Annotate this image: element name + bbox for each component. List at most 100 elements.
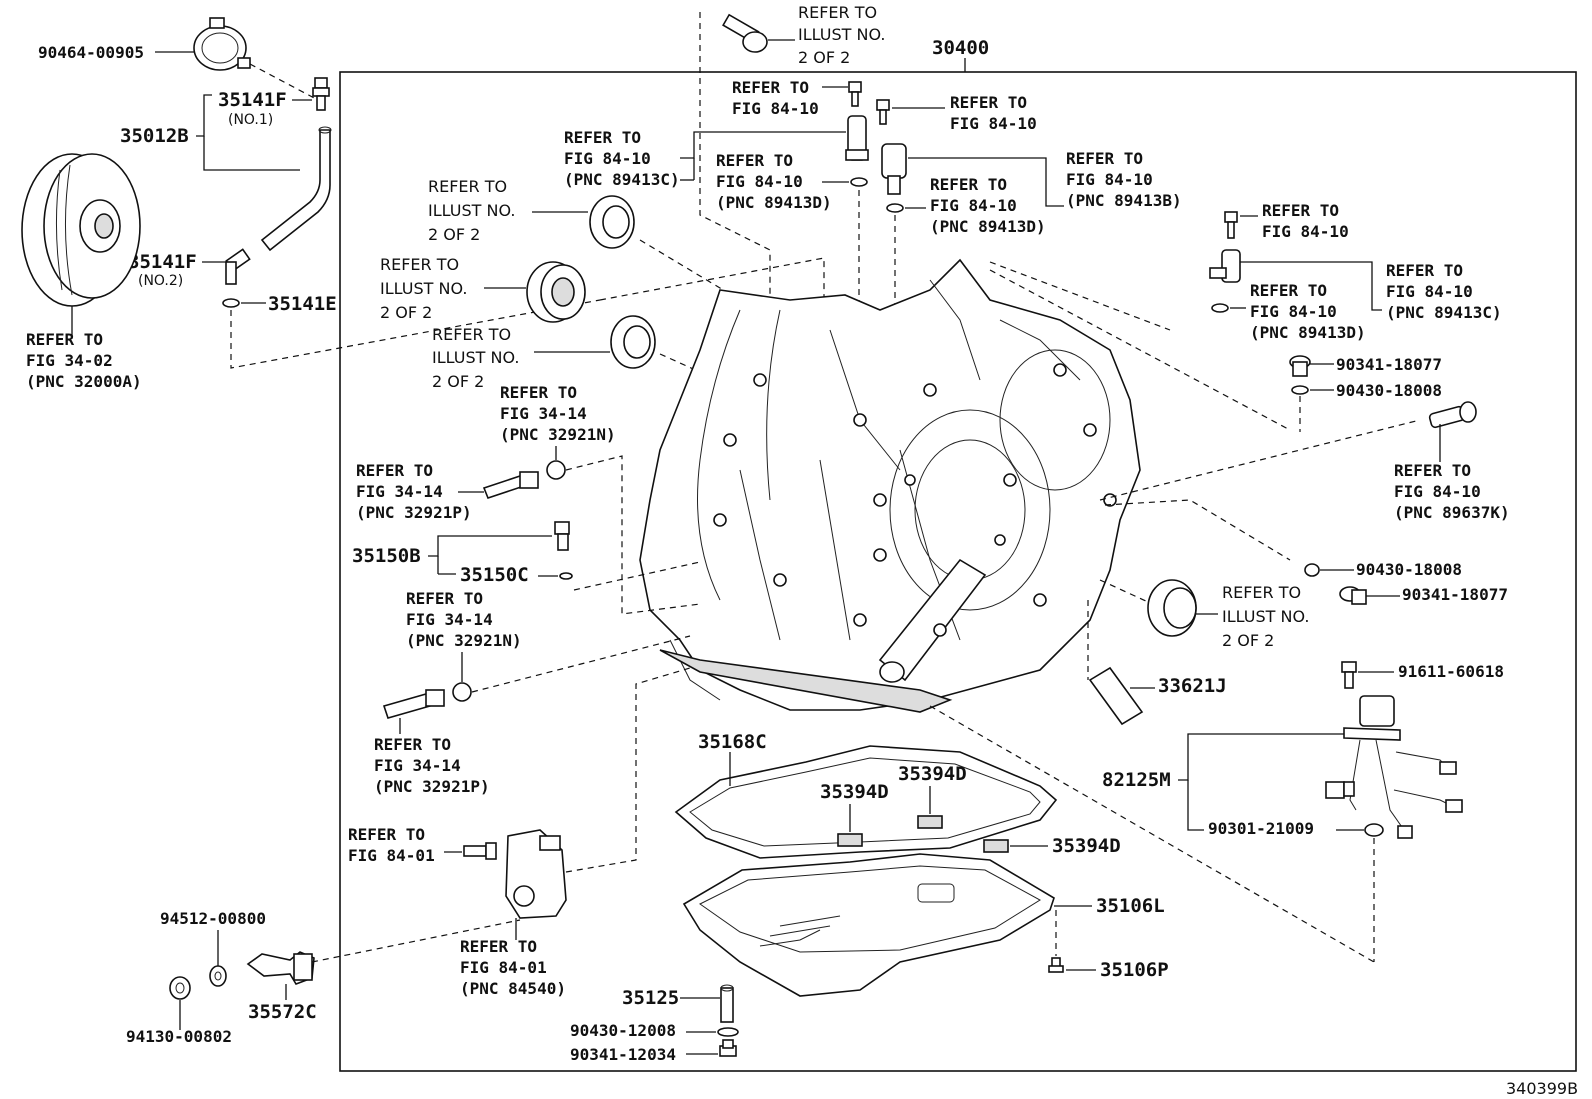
ref-84-10-h-line3[interactable]: (PNC 89413D)	[1250, 323, 1366, 342]
magnet-35394D-b[interactable]	[917, 815, 943, 829]
o-ring-89413D-a[interactable]	[850, 177, 868, 187]
part-91611-60618[interactable]: 91611-60618	[1398, 662, 1504, 681]
part-35150B[interactable]: 35150B	[352, 545, 421, 567]
speed-sensor-89413C[interactable]	[845, 115, 869, 161]
lever-35572C[interactable]	[246, 951, 315, 985]
ref-illust-2-line2[interactable]: ILLUST NO.	[380, 279, 467, 298]
part-35394D-c[interactable]: 35394D	[1052, 835, 1121, 857]
sensor-bolt-a[interactable]	[848, 81, 862, 107]
speed-sensor-89413C-right[interactable]	[1209, 249, 1241, 283]
o-ring-89413D-b[interactable]	[886, 203, 904, 213]
ref-84-01-b-line2[interactable]: FIG 84-01	[460, 958, 547, 977]
part-90301-21009[interactable]: 90301-21009	[1208, 819, 1314, 838]
part-90341-18077-b[interactable]: 90341-18077	[1402, 585, 1508, 604]
ref-84-10-c-line3[interactable]: (PNC 89413C)	[564, 170, 680, 189]
gasket-90430-18008-b[interactable]	[1304, 563, 1320, 577]
bolt-top-illust[interactable]	[722, 13, 768, 53]
o-ring-32921N-b[interactable]	[452, 682, 472, 702]
part-35125[interactable]: 35125	[622, 987, 679, 1009]
ref-34-14-a-line3[interactable]: (PNC 32921N)	[500, 425, 616, 444]
ref-34-14-d-line3[interactable]: (PNC 32921P)	[374, 777, 490, 796]
part-90464-00905[interactable]: 90464-00905	[38, 43, 144, 62]
o-ring-35141E[interactable]	[222, 298, 240, 308]
part-94512-00800[interactable]: 94512-00800	[160, 909, 266, 928]
part-35394D-a[interactable]: 35394D	[820, 781, 889, 803]
part-35141F-no1[interactable]: 35141F	[218, 89, 287, 111]
connector-35150B[interactable]	[554, 521, 570, 551]
ref-34-14-c-line2[interactable]: FIG 34-14	[406, 610, 493, 629]
pressure-sensor-89637K[interactable]	[1428, 401, 1477, 429]
torque-converter[interactable]	[21, 153, 141, 307]
part-35012B[interactable]: 35012B	[120, 125, 189, 147]
plug-90341-18077-a[interactable]	[1289, 355, 1311, 377]
part-94130-00802[interactable]: 94130-00802	[126, 1027, 232, 1046]
part-35141F-no2[interactable]: 35141F	[128, 251, 197, 273]
oil-seal-right[interactable]	[1147, 579, 1197, 637]
ref-84-10-j-line2[interactable]: FIG 84-10	[1394, 482, 1481, 501]
part-35106L[interactable]: 35106L	[1096, 895, 1165, 917]
part-90341-12034[interactable]: 90341-12034	[570, 1045, 676, 1064]
ref-fig-34-02-line3[interactable]: (PNC 32000A)	[26, 372, 142, 391]
ref-84-10-e-line3[interactable]: (PNC 89413B)	[1066, 191, 1182, 210]
ref-84-10-g-line2[interactable]: FIG 84-10	[1262, 222, 1349, 241]
neutral-start-switch-84540[interactable]	[505, 829, 567, 919]
ref-illust-1-line2[interactable]: ILLUST NO.	[428, 201, 515, 220]
ref-84-10-b-line2[interactable]: FIG 84-10	[950, 114, 1037, 133]
ref-84-10-a-line2[interactable]: FIG 84-10	[732, 99, 819, 118]
part-35106P[interactable]: 35106P	[1100, 959, 1169, 981]
breather-plug-no1[interactable]	[312, 77, 330, 111]
washer-94512-00800[interactable]	[209, 965, 227, 987]
oil-seal-1[interactable]	[589, 195, 635, 249]
plug-90341-18077-b[interactable]	[1339, 586, 1367, 605]
part-35141E[interactable]: 35141E	[268, 293, 337, 315]
ref-fig-34-02-line2[interactable]: FIG 34-02	[26, 351, 113, 370]
oil-pan-35106L[interactable]	[682, 853, 1055, 997]
part-90341-18077-a[interactable]: 90341-18077	[1336, 355, 1442, 374]
breather-hose[interactable]	[260, 129, 331, 252]
plug-90341-12034[interactable]	[719, 1039, 737, 1057]
ref-illust-3-line2[interactable]: ILLUST NO.	[432, 348, 519, 367]
gasket-90430-18008-a[interactable]	[1291, 385, 1309, 395]
ref-84-10-j-line3[interactable]: (PNC 89637K)	[1394, 503, 1510, 522]
ref-84-10-h-line2[interactable]: FIG 84-10	[1250, 302, 1337, 321]
ref-84-01-a-line2[interactable]: FIG 84-01	[348, 846, 435, 865]
clamp-part[interactable]	[193, 17, 251, 71]
speed-sensor-89413B[interactable]	[881, 143, 907, 195]
gasket-90430-12008[interactable]	[717, 1027, 739, 1037]
ref-84-10-f-line2[interactable]: FIG 84-10	[930, 196, 1017, 215]
ref-84-01-b-line3[interactable]: (PNC 84540)	[460, 979, 566, 998]
oil-pan-gasket[interactable]	[674, 745, 1058, 859]
ref-34-14-a-line2[interactable]: FIG 34-14	[500, 404, 587, 423]
ref-34-14-c-line3[interactable]: (PNC 32921N)	[406, 631, 522, 650]
o-ring-35150C[interactable]	[559, 572, 573, 580]
pipe-union-32921P-b[interactable]	[382, 689, 445, 719]
tube-35125[interactable]	[720, 984, 734, 1023]
ref-84-10-i-line3[interactable]: (PNC 89413C)	[1386, 303, 1502, 322]
ref-84-10-f-line3[interactable]: (PNC 89413D)	[930, 217, 1046, 236]
bolt-fig-84-01[interactable]	[463, 842, 497, 860]
bearing-2[interactable]	[526, 261, 586, 323]
part-82125M[interactable]: 82125M	[1102, 769, 1171, 791]
assembly-part-30400[interactable]: 30400	[932, 37, 989, 59]
ref-34-14-b-line2[interactable]: FIG 34-14	[356, 482, 443, 501]
part-35168C[interactable]: 35168C	[698, 731, 767, 753]
ref-84-10-c-line2[interactable]: FIG 84-10	[564, 149, 651, 168]
transaxle-case[interactable]	[639, 258, 1141, 713]
oil-seal-3[interactable]	[610, 315, 656, 369]
pipe-union-32921P-a[interactable]	[482, 471, 539, 499]
ref-34-14-b-line3[interactable]: (PNC 32921P)	[356, 503, 472, 522]
part-35394D-b[interactable]: 35394D	[898, 763, 967, 785]
o-ring-32921N-a[interactable]	[546, 460, 566, 480]
nut-94130-00802[interactable]	[169, 976, 191, 1000]
ref-34-14-d-line2[interactable]: FIG 34-14	[374, 756, 461, 775]
magnet-35394D-c[interactable]	[983, 839, 1009, 853]
sensor-bolt-b[interactable]	[876, 99, 890, 125]
part-35572C[interactable]: 35572C	[248, 1001, 317, 1023]
o-ring-right-89413D[interactable]	[1211, 303, 1229, 313]
bolt-91611-60618[interactable]	[1341, 661, 1357, 689]
name-plate-33621J[interactable]	[1088, 666, 1144, 726]
ref-illust-4-line2[interactable]: ILLUST NO.	[1222, 607, 1309, 626]
part-90430-18008-a[interactable]: 90430-18008	[1336, 381, 1442, 400]
part-90430-18008-b[interactable]: 90430-18008	[1356, 560, 1462, 579]
part-35150C[interactable]: 35150C	[460, 564, 529, 586]
